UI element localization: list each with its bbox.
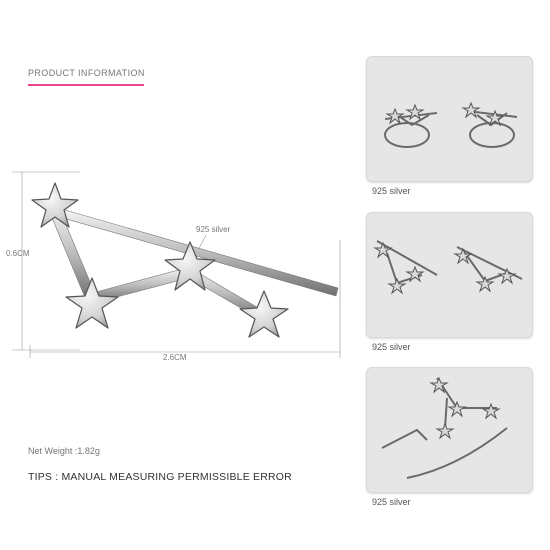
height-dimension (12, 171, 80, 351)
gallery-photo-1 (366, 56, 533, 182)
gallery-photo-2 (366, 212, 533, 338)
section-title: PRODUCT INFORMATION (28, 68, 145, 78)
gallery-caption-1: 925 silver (372, 186, 411, 196)
product-dimension-diagram: 0.6CM 2.6CM 925 silver (6, 171, 341, 362)
width-dimension (29, 240, 341, 358)
star-charm (31, 182, 79, 228)
star-charm (164, 241, 216, 291)
section-title-underline (28, 84, 144, 86)
net-weight: Net Weight :1.82g (28, 446, 100, 456)
star-charm (65, 277, 119, 329)
gallery-caption-3: 925 silver (372, 497, 411, 507)
tips-text: TIPS : MANUAL MEASURING PERMISSIBLE ERRO… (28, 471, 292, 483)
width-label: 2.6CM (163, 353, 187, 362)
star-charm (239, 290, 289, 338)
material-callout-label: 925 silver (196, 225, 231, 234)
gallery-caption-2: 925 silver (372, 342, 411, 352)
height-label: 0.6CM (6, 249, 30, 258)
gallery-photo-3 (366, 367, 533, 493)
